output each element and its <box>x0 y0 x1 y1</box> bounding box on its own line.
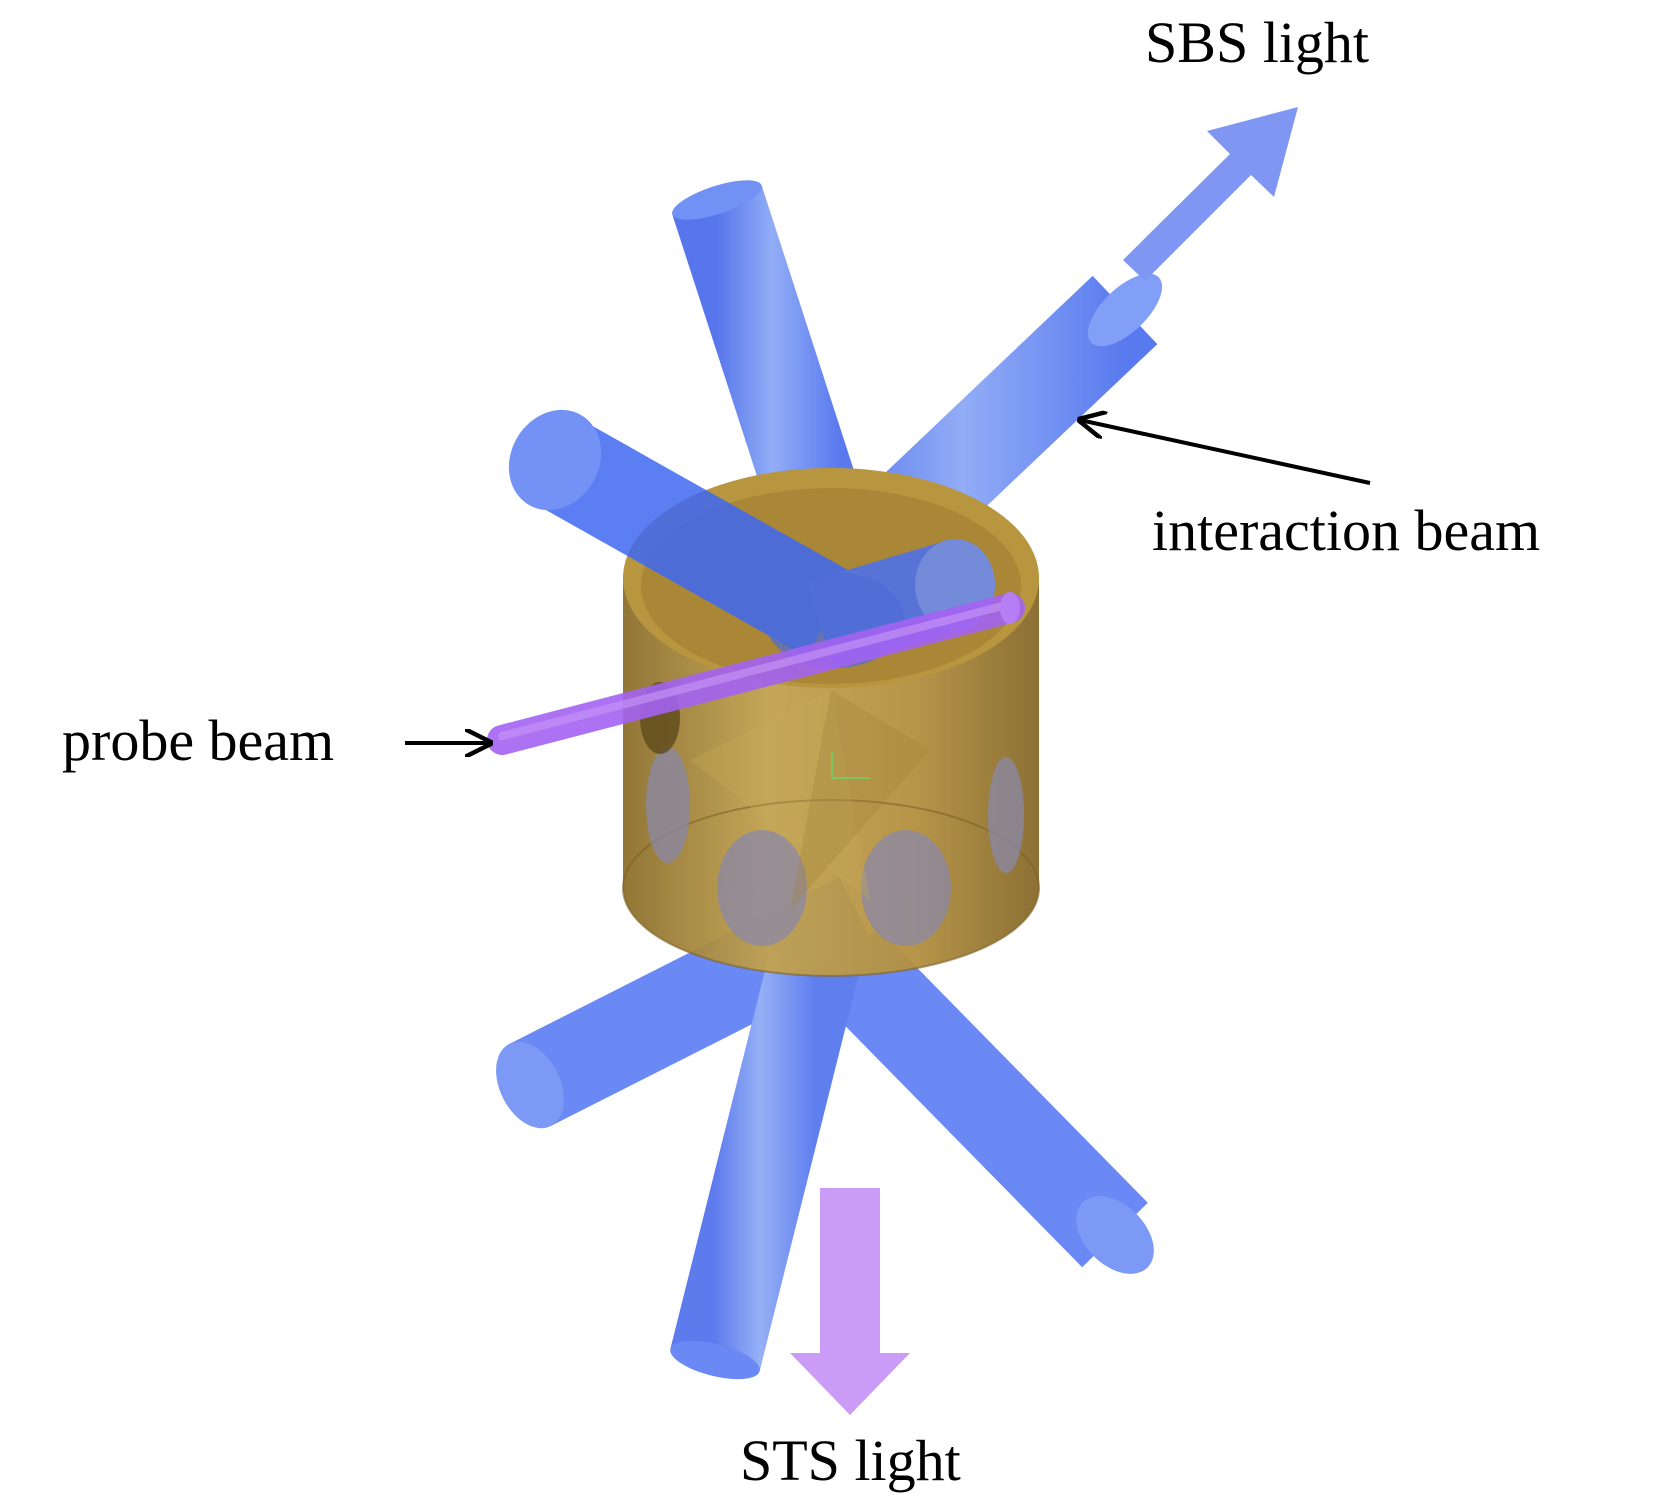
wall-windows <box>646 747 1024 946</box>
sts-arrow <box>790 1188 910 1415</box>
interaction-beam-label: interaction beam <box>1152 498 1541 563</box>
probe-beam <box>487 592 1025 755</box>
interaction-beam-lower-center <box>670 948 860 1380</box>
sts-light-label: STS light <box>740 1428 961 1493</box>
probe-beam-label: probe beam <box>62 708 335 773</box>
sbs-light-label: SBS light <box>1145 10 1370 75</box>
upper-beams-front <box>508 409 995 669</box>
interaction-beam-lower-right <box>812 927 1154 1274</box>
callout-arrows <box>405 420 1371 743</box>
sbs-arrow <box>1123 107 1298 281</box>
axis-marker <box>831 752 870 779</box>
interaction-beam-pointer <box>1080 420 1371 485</box>
